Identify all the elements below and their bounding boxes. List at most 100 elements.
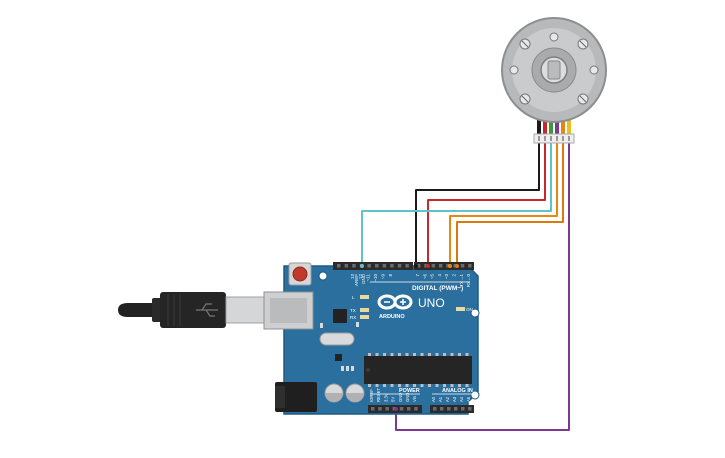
encoder-motor[interactable] [501,17,607,144]
header-pin[interactable] [382,264,387,268]
header-pin[interactable] [417,264,421,268]
usb-icon [196,303,218,317]
header-digital-right [414,262,474,270]
board-brand: ARDUINO [379,314,405,320]
chip-pin [443,384,446,387]
led-l-label: L [352,295,355,300]
header-pin[interactable] [399,407,404,411]
top-pin-label: 4 [437,274,442,277]
chip-pin [398,384,401,387]
header-pin[interactable] [352,264,356,268]
motor-screw-slots [521,40,587,103]
top-pin-label: ~5 [430,274,435,280]
power-label: POWER [399,388,420,394]
wire-orange-b[interactable] [456,132,564,266]
usb-jack-inner [270,298,307,323]
header-pin[interactable] [385,407,389,411]
atmega-notch [366,368,370,372]
capacitor-2-mark [346,393,364,402]
header-pin[interactable] [397,264,402,268]
wire-black[interactable] [415,132,540,266]
top-pin-label: ~3 [444,274,449,280]
header-pin[interactable] [461,407,465,411]
header-pin[interactable] [440,407,444,411]
analog-pin-label: A0 [431,396,436,402]
usb-plug-body [160,292,226,328]
motor-wire-red [543,118,547,134]
atmega-chip [364,356,472,384]
chip-pin [405,353,409,356]
header-pin[interactable] [468,264,472,268]
header-pin[interactable] [414,407,418,411]
chip-pin [443,353,446,356]
chip-pin [420,384,424,387]
wire-cyan[interactable] [361,132,552,266]
top-pin-label: GND [361,273,366,284]
chip-pin [420,353,424,356]
header-digital-left [333,262,413,270]
wire-endpoints [360,264,459,411]
header-pin[interactable] [337,264,341,268]
header-pin[interactable] [468,407,472,411]
led-tx [360,308,369,312]
chip-pin [405,384,409,387]
power-pin-label: GND [405,393,410,402]
chip-pin [390,353,394,356]
header-pin[interactable] [433,407,437,411]
led-tx-label: TX [350,308,356,313]
power-pin-label: IOREF [369,389,374,402]
top-pin-label: AREF [354,274,359,286]
header-pin[interactable] [378,407,382,411]
header-pin[interactable] [407,407,411,411]
analog-pin-label: A3 [452,396,457,402]
chip-pin [368,384,371,387]
wire-red[interactable] [427,132,546,266]
header-pin[interactable] [454,407,458,411]
header-pin[interactable] [405,264,409,268]
power-jack-front [275,386,285,408]
header-pin[interactable] [460,264,465,268]
header-pin[interactable] [431,264,436,268]
crystal [319,332,355,346]
top-pin-label: ~10 [373,274,378,282]
smd-parts [320,322,359,371]
chip-pin [368,353,371,356]
header-pin[interactable] [367,264,371,268]
top-pin-label: TX→1 [459,274,464,287]
reset-button[interactable] [292,266,308,282]
header-pin[interactable] [447,407,451,411]
usb-chip [333,309,347,323]
usb-plug-ribs [167,294,181,326]
arduino-logo-icon [377,294,413,310]
led-on [456,307,465,311]
top-pin-label: RX←0 [466,274,471,288]
analog-pin-label: A4 [459,396,464,402]
wire-purple[interactable] [395,132,570,431]
chip-pin [458,353,461,356]
wire-orange-a[interactable] [449,132,558,266]
header-pin[interactable] [438,264,443,268]
top-pin-label: 8 [388,274,393,277]
arduino-logo-signs [384,299,406,305]
usb-cable[interactable] [118,292,267,328]
header-analog [430,405,474,413]
capacitor-1-mark [325,393,343,402]
chip-pin [428,353,431,356]
header-pin[interactable] [390,264,394,268]
header-pin[interactable] [344,264,349,268]
header-pin[interactable] [371,407,375,411]
led-l [360,295,369,299]
chip-pin [428,384,431,387]
power-pin-label: GND [398,393,403,402]
header-pin[interactable] [375,264,379,268]
header-pin[interactable] [446,264,450,268]
chip-pin [398,353,401,356]
chip-pin [413,353,416,356]
chip-pin [383,353,386,356]
motor-shaft-flat [547,60,561,80]
chip-pin [450,384,454,387]
